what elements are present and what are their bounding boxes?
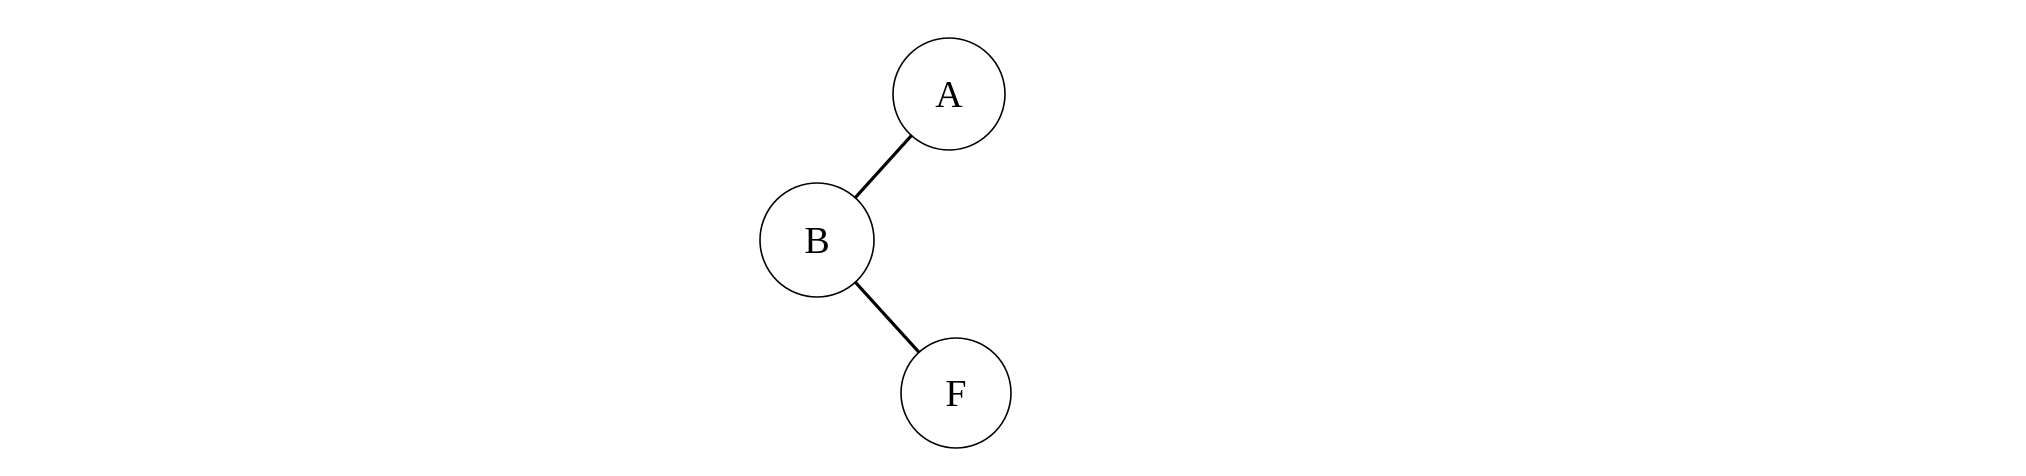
graph-node-circle-a[interactable]: [892, 37, 1006, 151]
graph-node-f[interactable]: F: [900, 337, 1012, 449]
edge-layer: [854, 134, 921, 354]
graph-edge-b-a[interactable]: [854, 134, 913, 199]
graph-node-circle-f[interactable]: [900, 337, 1012, 449]
graph-node-a[interactable]: A: [892, 37, 1006, 151]
node-layer: A B F: [759, 37, 1012, 449]
graph-node-label-f: F: [945, 373, 966, 415]
graph-node-label-b: B: [804, 220, 829, 262]
graph-node-b[interactable]: B: [759, 182, 875, 298]
graph-node-label-a: A: [935, 74, 963, 116]
graph-edge-b-f[interactable]: [854, 281, 921, 354]
graph-node-circle-b[interactable]: [759, 182, 875, 298]
